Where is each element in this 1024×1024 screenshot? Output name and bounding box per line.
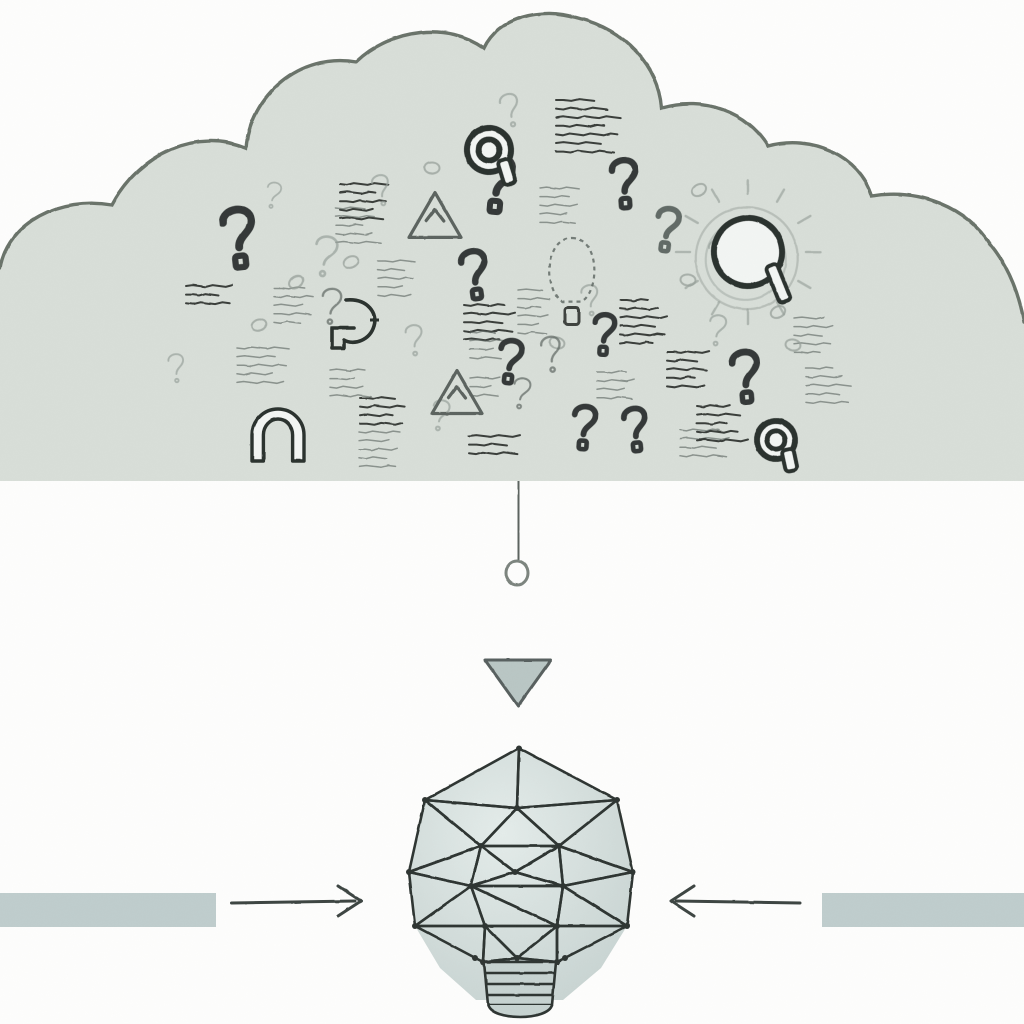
scene-root — [0, 0, 1024, 1024]
illustration-canvas — [0, 0, 1024, 1024]
paper-grain-overlay — [0, 0, 1024, 1024]
